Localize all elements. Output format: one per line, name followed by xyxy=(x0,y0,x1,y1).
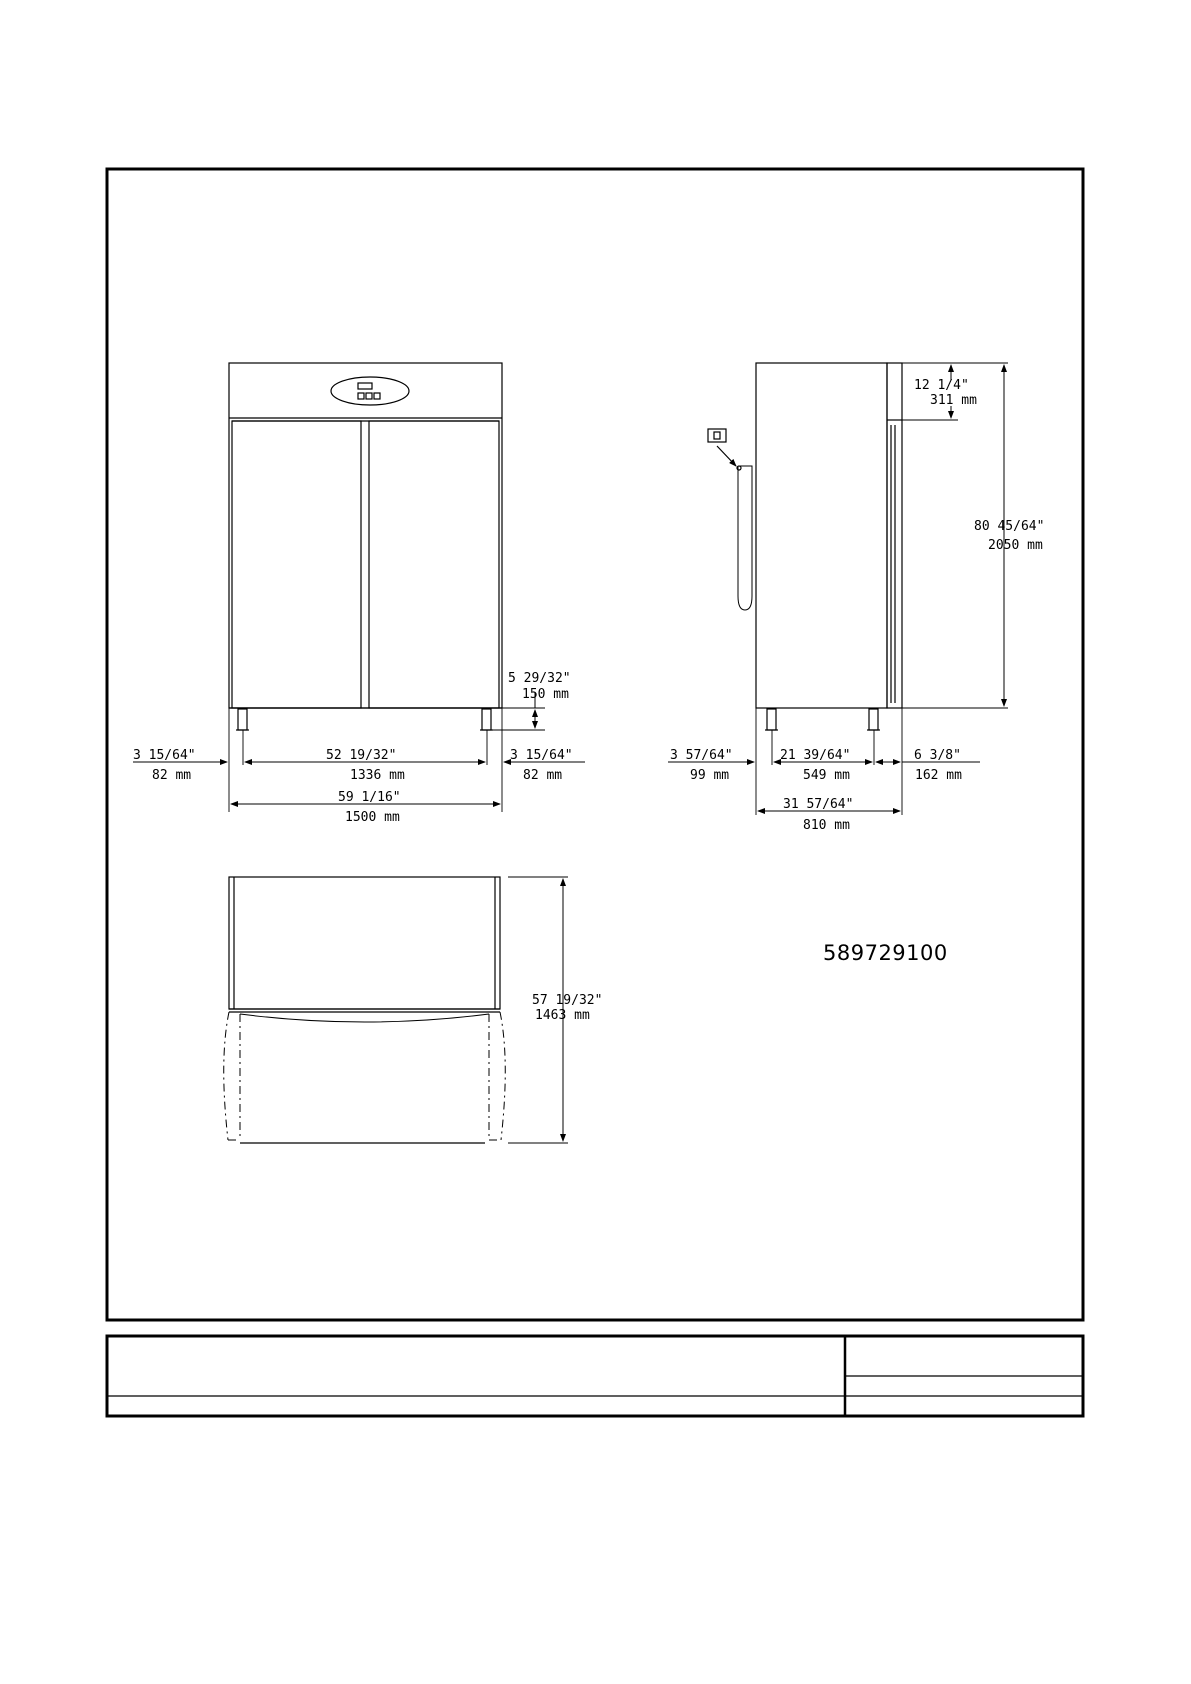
leg-span-metric: 1336 mm xyxy=(350,768,405,783)
right-clearance-imperial: 3 15/64" xyxy=(510,748,573,763)
top-cabinet-outline xyxy=(229,877,500,1009)
overall-width-metric: 1500 mm xyxy=(345,810,400,825)
door-swing-depth-imperial: 57 19/32" xyxy=(532,993,602,1008)
overall-width-imperial: 59 1/16" xyxy=(338,790,401,805)
plug-icon xyxy=(708,429,741,470)
front-overhang-imperial: 6 3/8" xyxy=(914,748,961,763)
left-clearance-metric: 82 mm xyxy=(152,768,191,783)
right-clearance-metric: 82 mm xyxy=(523,768,562,783)
leg-depth-metric: 549 mm xyxy=(803,768,850,783)
leg-height-imperial: 5 29/32" xyxy=(508,671,571,686)
power-cord xyxy=(738,466,752,610)
side-rear-leg xyxy=(767,709,776,730)
drawing-frame xyxy=(107,169,1083,1320)
right-door xyxy=(369,421,499,708)
back-clearance-metric: 99 mm xyxy=(690,768,729,783)
top-section-metric: 311 mm xyxy=(930,393,977,408)
top-view xyxy=(224,877,568,1143)
leg-depth-imperial: 21 39/64" xyxy=(780,748,850,763)
top-dimension-labels: 57 19/32" 1463 mm xyxy=(532,993,602,1023)
left-door xyxy=(232,421,361,708)
door-swing-left xyxy=(224,1012,240,1140)
overall-height-metric: 2050 mm xyxy=(988,538,1043,553)
back-clearance-imperial: 3 57/64" xyxy=(670,748,733,763)
front-dimension-labels: 3 15/64" 82 mm 52 19/32" 1336 mm 3 15/64… xyxy=(133,671,573,825)
front-overhang-metric: 162 mm xyxy=(915,768,962,783)
front-cabinet-outline xyxy=(229,363,502,708)
left-clearance-imperial: 3 15/64" xyxy=(133,748,196,763)
control-display xyxy=(358,383,372,389)
door-swing-depth-metric: 1463 mm xyxy=(535,1008,590,1023)
leg-span-imperial: 52 19/32" xyxy=(326,748,396,763)
title-block xyxy=(107,1336,1083,1416)
overall-depth-metric: 810 mm xyxy=(803,818,850,833)
front-view xyxy=(229,363,545,812)
overall-height-imperial: 80 45/64" xyxy=(974,519,1044,534)
overall-depth-imperial: 31 57/64" xyxy=(783,797,853,812)
side-dimension-labels: 12 1/4" 311 mm 80 45/64" 2050 mm 3 57/64… xyxy=(670,378,1044,833)
drawing-code: 589729100 xyxy=(823,941,948,965)
side-cabinet-body xyxy=(756,363,887,708)
right-leg xyxy=(482,709,491,730)
control-panel xyxy=(331,377,409,405)
top-section-imperial: 12 1/4" xyxy=(914,378,969,393)
leg-height-metric: 150 mm xyxy=(522,687,569,702)
side-view xyxy=(738,363,1008,815)
side-front-leg xyxy=(869,709,878,730)
door-swing-right xyxy=(489,1012,505,1140)
left-leg xyxy=(238,709,247,730)
